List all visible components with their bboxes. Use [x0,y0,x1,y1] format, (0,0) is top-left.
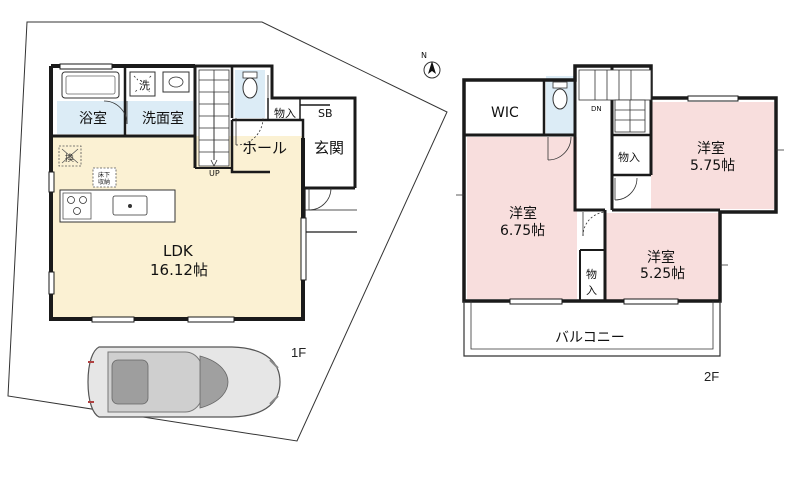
storage-label-1f: 物入 [274,106,296,120]
svg-text:換: 換 [65,152,74,164]
stairs-up-label: UP [209,169,220,178]
se-bedroom-label: 洋室 [647,249,675,266]
washroom-label: 洗面室 [142,110,184,127]
wash-mark: 洗 [139,79,150,92]
storage-label-2f-side-2: 入 [586,284,597,297]
toilet-icon-1f [242,71,258,99]
storage-label-2f-top: 物入 [618,150,640,164]
underfloor-label-1: 床下 [98,171,110,179]
bath-floor [57,101,125,134]
car-icon [87,346,281,418]
bath-label: 浴室 [79,110,107,127]
compass-label: N [421,51,427,60]
balcony-label: バルコニー [555,330,625,346]
kitchen-counter [59,189,176,223]
ne-bedroom-label: 洋室 [697,140,725,157]
se-bedroom-floor [605,213,719,300]
west-bedroom-size: 6.75帖 [500,223,545,239]
underfloor-label-2: 収納 [98,178,110,186]
west-bedroom-label: 洋室 [509,205,537,222]
doors-1f [103,75,332,211]
bathtub [61,71,120,99]
stairs-down-label: DN [591,105,602,113]
compass-icon: N [421,51,441,79]
underfloor-storage [92,167,117,188]
ventilation-fan-icon: 換 [58,145,82,167]
windows-1f [48,63,307,323]
doors-2f [456,136,784,266]
ne-bedroom-floor [651,102,774,209]
stairs-2f [578,69,652,133]
ne-bedroom-size: 5.75帖 [690,158,735,174]
floor2-label: 2F [704,369,719,384]
shoebox-label: SB [318,107,333,120]
toilet-icon-2f [552,81,568,110]
ldk-label: LDK [163,242,194,260]
stairs-1f [198,69,230,167]
windows-2f [509,95,739,305]
hall-label: ホール [242,139,287,157]
balcony [463,301,721,357]
ldk-size-label: 16.12帖 [150,261,208,279]
washroom-floor [127,101,193,134]
site-boundary [7,21,448,442]
ldk-floor [51,136,303,318]
wic-label: WIC [491,105,519,121]
se-bedroom-size: 5.25帖 [640,266,685,282]
west-bedroom-floor [467,137,577,299]
entrance-label: 玄関 [314,139,344,157]
floor1-label: 1F [291,345,306,360]
wash-basin [162,71,190,93]
storage-label-2f-side-1: 物 [586,267,597,281]
